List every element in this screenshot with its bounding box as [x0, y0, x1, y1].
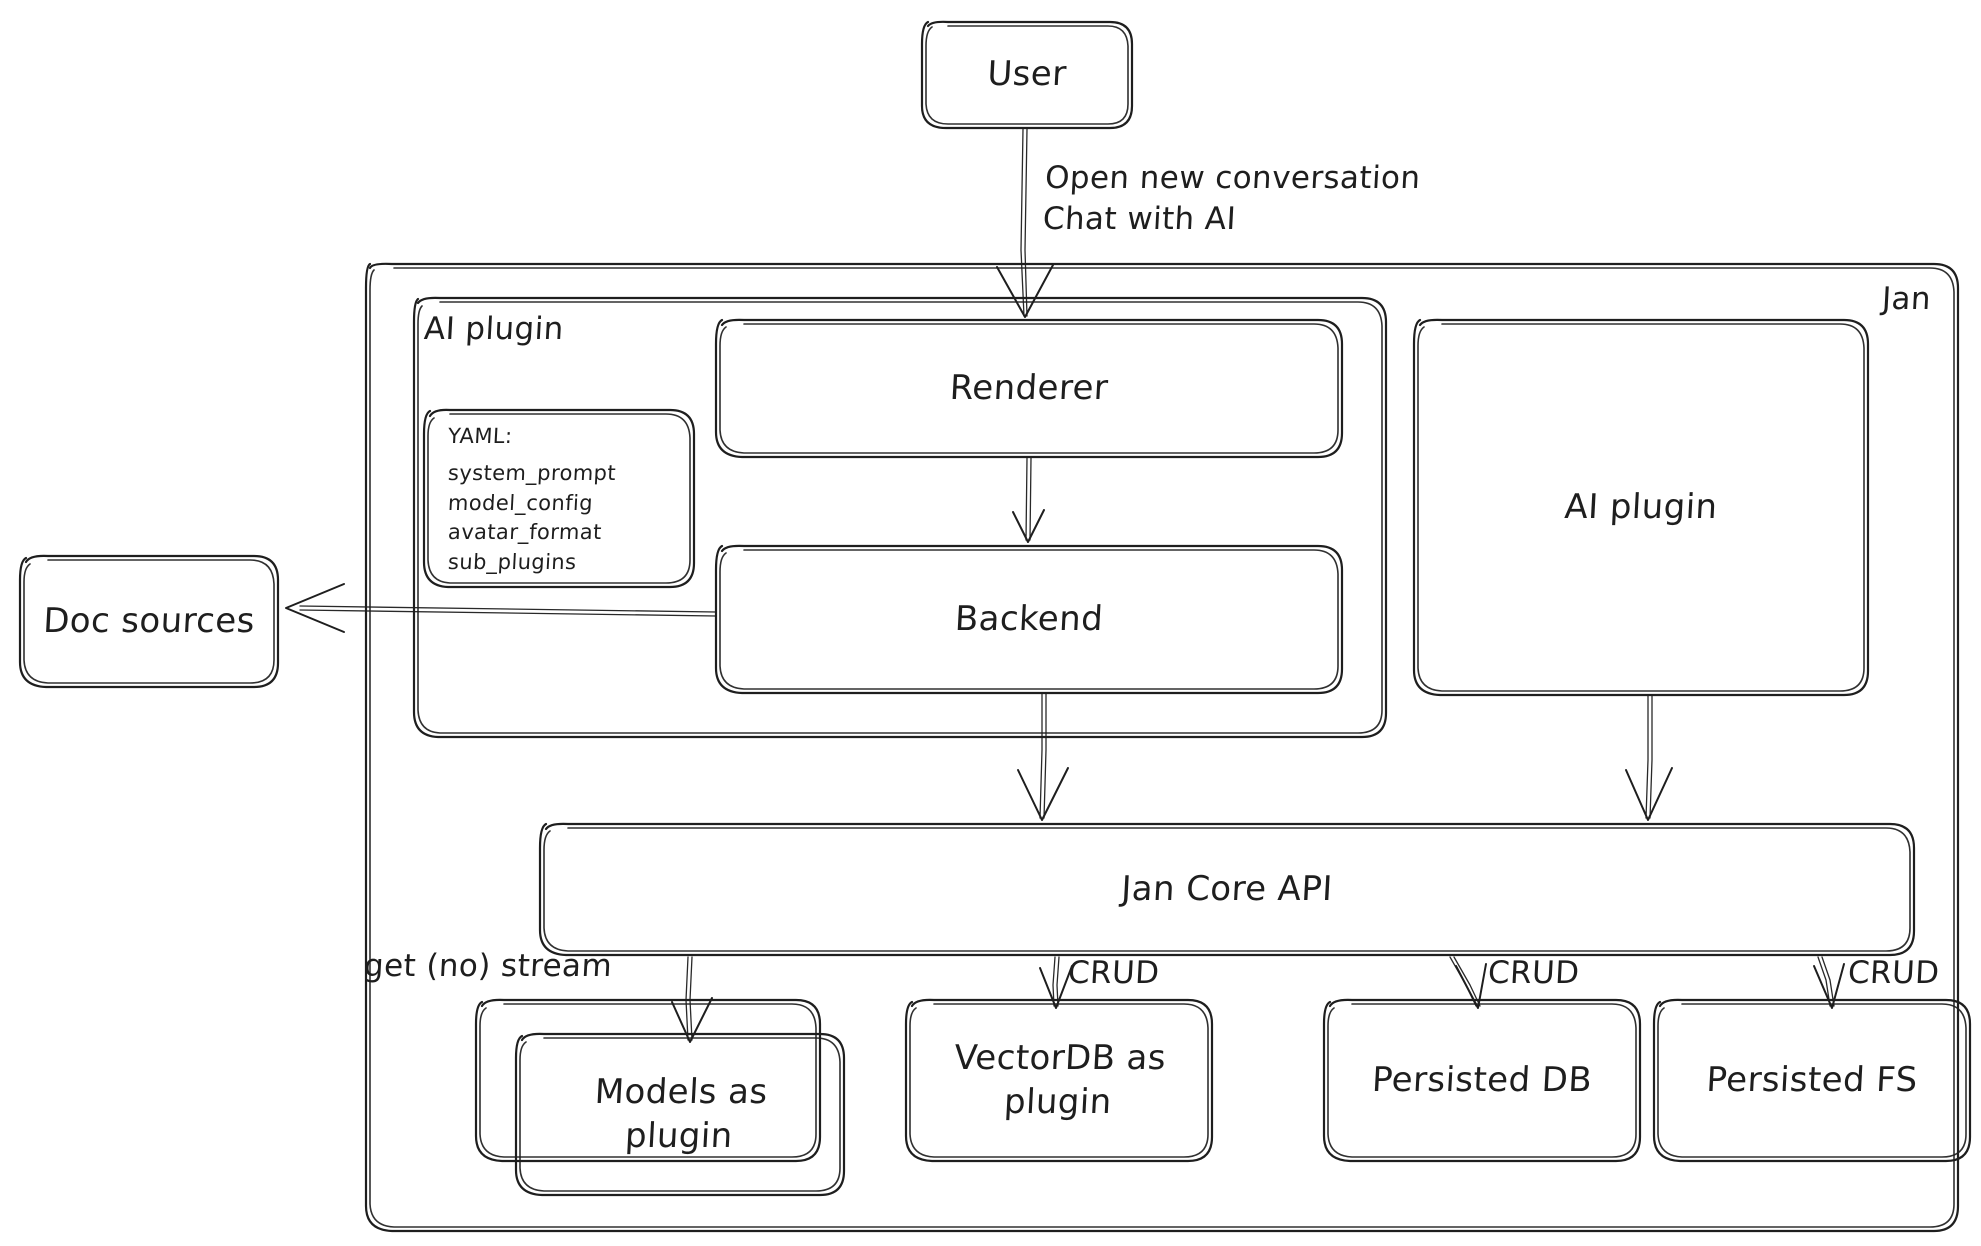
edge-api-to-models	[671, 956, 713, 1043]
node-persisted-fs-label: Persisted FS	[1705, 1059, 1919, 1100]
edge-label-user-to-renderer: Open new conversation Chat with AI	[1042, 160, 1422, 237]
node-ai-plugin-right-label: AI plugin	[1563, 486, 1719, 527]
edge-label-api-to-persisted-db: CRUD	[1487, 955, 1581, 991]
edge-backend-to-api	[1017, 693, 1069, 821]
yaml-note-line-2: avatar_format	[447, 520, 603, 545]
node-user-label: User	[986, 54, 1068, 95]
node-yaml-note-shape[interactable]	[422, 408, 696, 589]
yaml-note-heading: YAML:	[447, 424, 514, 448]
edge-api-to-vectordb	[1039, 956, 1073, 1009]
node-vectordb-plugin-shape[interactable]	[904, 998, 1214, 1163]
node-renderer-shape[interactable]	[714, 318, 1344, 459]
node-persisted-db-shape[interactable]	[1322, 998, 1642, 1163]
yaml-note-line-1: model_config	[447, 490, 594, 515]
container-label-ai-plugin-group: AI plugin	[423, 311, 565, 347]
node-models-plugin-label: Models as plugin	[593, 1071, 769, 1156]
node-user[interactable]: User	[922, 22, 1132, 128]
node-backend[interactable]: Backend	[716, 546, 1342, 693]
node-renderer-label: Renderer	[948, 367, 1110, 408]
node-yaml-note[interactable]: YAML: system_prompt model_config avatar_…	[447, 422, 684, 578]
node-persisted-fs-shape[interactable]	[1652, 998, 1972, 1163]
node-models-plugin[interactable]: Models as plugin	[516, 1034, 844, 1195]
node-models-plugin-back-shape	[474, 998, 822, 1163]
node-backend-label: Backend	[953, 598, 1105, 639]
edge-api-to-persisted-db	[1449, 956, 1487, 1009]
edge-label-api-to-models: get (no) stream	[363, 948, 614, 984]
edge-api-to-persisted-fs	[1813, 956, 1845, 1009]
node-persisted-db-label: Persisted DB	[1370, 1059, 1594, 1100]
node-ai-plugin-right[interactable]: AI plugin	[1414, 320, 1868, 695]
edge-ai-plugin-to-api	[1625, 695, 1673, 821]
edge-backend-to-doc-sources	[285, 583, 717, 633]
yaml-note-line-0: system_prompt	[447, 460, 617, 485]
node-renderer[interactable]: Renderer	[716, 320, 1342, 457]
node-jan-core-api[interactable]: Jan Core API	[540, 824, 1914, 955]
node-backend-shape[interactable]	[714, 544, 1344, 695]
node-user-shape[interactable]	[920, 20, 1134, 130]
container-label-jan: Jan	[1881, 281, 1932, 317]
edge-label-api-to-persisted-fs: CRUD	[1847, 955, 1941, 991]
node-persisted-db[interactable]: Persisted DB	[1324, 1000, 1640, 1161]
edge-label-api-to-vectordb: CRUD	[1067, 955, 1161, 991]
node-jan-core-api-shape[interactable]	[538, 822, 1916, 957]
node-doc-sources[interactable]: Doc sources	[20, 556, 278, 687]
node-models-plugin-shape[interactable]	[514, 1032, 846, 1197]
yaml-note-line-3: sub_plugins	[447, 550, 578, 575]
node-vectordb-plugin-label: VectorDB as plugin	[953, 1037, 1168, 1122]
node-ai-plugin-right-shape[interactable]	[1412, 318, 1870, 697]
container-ai-plugin-group[interactable]	[412, 296, 1388, 739]
edge-user-to-renderer	[996, 128, 1054, 318]
edge-renderer-to-backend	[1012, 457, 1045, 543]
node-persisted-fs[interactable]: Persisted FS	[1654, 1000, 1970, 1161]
node-vectordb-plugin[interactable]: VectorDB as plugin	[906, 1000, 1212, 1161]
node-jan-core-api-label: Jan Core API	[1120, 868, 1334, 909]
container-jan[interactable]	[364, 262, 1960, 1233]
node-doc-sources-label: Doc sources	[42, 600, 256, 641]
node-doc-sources-shape[interactable]	[18, 554, 280, 689]
